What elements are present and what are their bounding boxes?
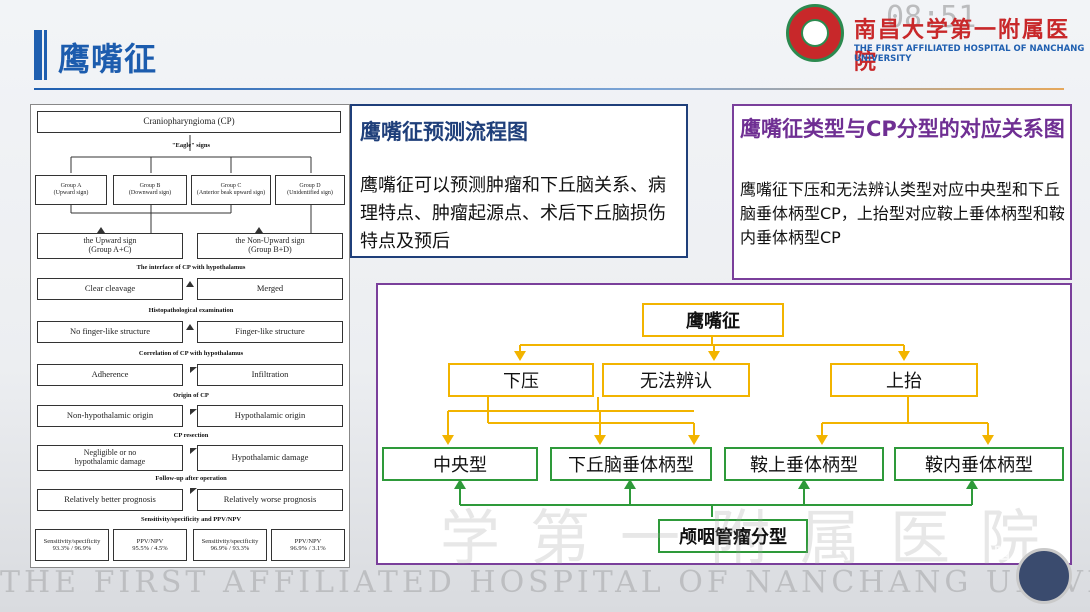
group-c-sub: (Anterior beak upward sign) <box>196 190 266 196</box>
hospital-name-en: THE FIRST AFFILIATED HOSPITAL OF NANCHAN… <box>854 44 1085 64</box>
stats-cell-1-title: Sensitivity/specificity <box>43 537 101 545</box>
stats-cell-3-title: Sensitivity/specificity <box>201 537 259 545</box>
diagram-cp-central: 中央型 <box>382 447 538 481</box>
group-a-box: Group A (Upward sign) <box>35 175 107 205</box>
eagle-signs-label: "Eagle" signs <box>171 142 211 149</box>
row-left-interface: Clear cleavage <box>37 278 183 300</box>
hospital-logo-icon <box>786 4 844 62</box>
row-left-followup: Relatively better prognosis <box>37 489 183 511</box>
row-right-origin: Hypothalamic origin <box>197 405 343 427</box>
group-d-box: Group D (Unidentified sign) <box>275 175 345 205</box>
row-left-histopath: No finger-like structure <box>37 321 183 343</box>
stats-label: Sensitivity/specificity and PPV/NPV <box>140 516 242 523</box>
page-title: 鹰嘴征 <box>58 40 158 78</box>
stats-cell-2-title: PPV/NPV <box>136 537 164 545</box>
flowchart-connectors <box>70 135 312 494</box>
group-b-title: Group B <box>139 183 161 190</box>
row-right-histopath: Finger-like structure <box>197 321 343 343</box>
row-right-correlation: Infiltration <box>197 364 343 386</box>
eagle-sign-flowchart: Craniopharyngioma (CP) "Eagle" signs Gro… <box>30 104 350 568</box>
stats-cell-4-value: 96.9% / 3.1% <box>290 545 326 552</box>
group-d-title: Group D <box>299 183 321 190</box>
group-b-sub: (Downward sign) <box>128 190 172 196</box>
stats-cell-1-value: 93.3% / 96.9% <box>52 545 92 552</box>
diagram-cp-suprasellar-stalk: 鞍上垂体柄型 <box>724 447 884 481</box>
diagram-sign-up: 上抬 <box>830 363 978 397</box>
mapping-diagram: 鹰嘴征 下压 无法辨认 上抬 中央型 下丘脑垂体柄型 鞍上垂体柄型 鞍内垂体柄型… <box>376 283 1072 565</box>
diagram-sign-down: 下压 <box>448 363 594 397</box>
upward-sign-box: the Upward sign (Group A+C) <box>37 233 183 259</box>
channel-badge-icon <box>1016 548 1072 604</box>
predict-flow-heading: 鹰嘴征预测流程图 <box>360 120 528 144</box>
stats-cell-1: Sensitivity/specificity 93.3% / 96.9% <box>35 529 109 561</box>
stats-cell-2: PPV/NPV 95.5% / 4.5% <box>113 529 187 561</box>
row-label-followup: Follow-up after operation <box>155 475 227 482</box>
row-label-origin: Origin of CP <box>173 392 209 399</box>
row-right-followup: Relatively worse prognosis <box>197 489 343 511</box>
mapping-heading: 鹰嘴征类型与CP分型的对应关系图 <box>740 117 1065 141</box>
group-a-title: Group A <box>60 183 82 190</box>
group-a-sub: (Upward sign) <box>53 190 89 196</box>
row-right-resection: Hypothalamic damage <box>197 445 343 471</box>
stats-cell-3-value: 96.9% / 93.3% <box>210 545 250 552</box>
group-b-box: Group B (Downward sign) <box>113 175 187 205</box>
watermark-cn: 学第一附属医院 <box>440 504 1070 574</box>
stats-cell-4: PPV/NPV 96.9% / 3.1% <box>271 529 345 561</box>
group-c-box: Group C (Anterior beak upward sign) <box>191 175 271 205</box>
clock-watermark: 08:51 <box>886 0 977 35</box>
row-label-resection: CP resection <box>173 432 209 439</box>
predict-flow-box: 鹰嘴征预测流程图 鹰嘴征可以预测肿瘤和下丘脑关系、病理特点、肿瘤起源点、术后下丘… <box>350 104 688 258</box>
hospital-name-cn: 南昌大学第一附属医院 <box>854 18 1071 75</box>
diagram-cp-hypothalamic-stalk: 下丘脑垂体柄型 <box>550 447 712 481</box>
channel-badge-text: 脑 <box>994 544 1011 563</box>
row-label-histopath: Histopathological examination <box>148 307 234 314</box>
title-accent-bar <box>34 30 42 80</box>
diagram-root-node: 鹰嘴征 <box>642 303 784 337</box>
title-divider <box>34 88 1064 90</box>
row-left-correlation: Adherence <box>37 364 183 386</box>
row-label-interface: The interface of CP with hypothalamus <box>136 264 246 271</box>
diagram-connectors <box>442 335 994 517</box>
title-accent-bar-thin <box>44 30 47 80</box>
row-left-origin: Non-hypothalamic origin <box>37 405 183 427</box>
cp-root-box: Craniopharyngioma (CP) <box>37 111 341 133</box>
group-d-sub: (Unidentified sign) <box>287 190 333 196</box>
mapping-body: 鹰嘴征下压和无法辨认类型对应中央型和下丘脑垂体柄型CP，上抬型对应鞍上垂体柄型和… <box>740 180 1065 247</box>
stats-cell-3: Sensitivity/specificity 96.9% / 93.3% <box>193 529 267 561</box>
diagram-sign-unidentified: 无法辨认 <box>602 363 750 397</box>
predict-flow-body: 鹰嘴征可以预测肿瘤和下丘脑关系、病理特点、肿瘤起源点、术后下丘脑损伤特点及预后 <box>360 175 666 252</box>
mapping-box: 鹰嘴征类型与CP分型的对应关系图 鹰嘴征下压和无法辨认类型对应中央型和下丘脑垂体… <box>732 104 1072 280</box>
nonupward-sign-box: the Non-Upward sign (Group B+D) <box>197 233 343 259</box>
group-c-title: Group C <box>220 183 242 190</box>
stats-cell-2-value: 95.5% / 4.5% <box>132 545 168 552</box>
stats-cell-4-title: PPV/NPV <box>294 537 322 545</box>
diagram-cp-intrasellar-stalk: 鞍内垂体柄型 <box>894 447 1064 481</box>
row-label-correlation: Correlation of CP with hypothalamus <box>138 350 244 357</box>
watermark-bottom: THE FIRST AFFILIATED HOSPITAL OF NANCHAN… <box>0 565 1090 600</box>
row-right-interface: Merged <box>197 278 343 300</box>
row-left-resection: Negligible or no hypothalamic damage <box>37 445 183 471</box>
diagram-bottom-node: 颅咽管瘤分型 <box>658 519 808 553</box>
